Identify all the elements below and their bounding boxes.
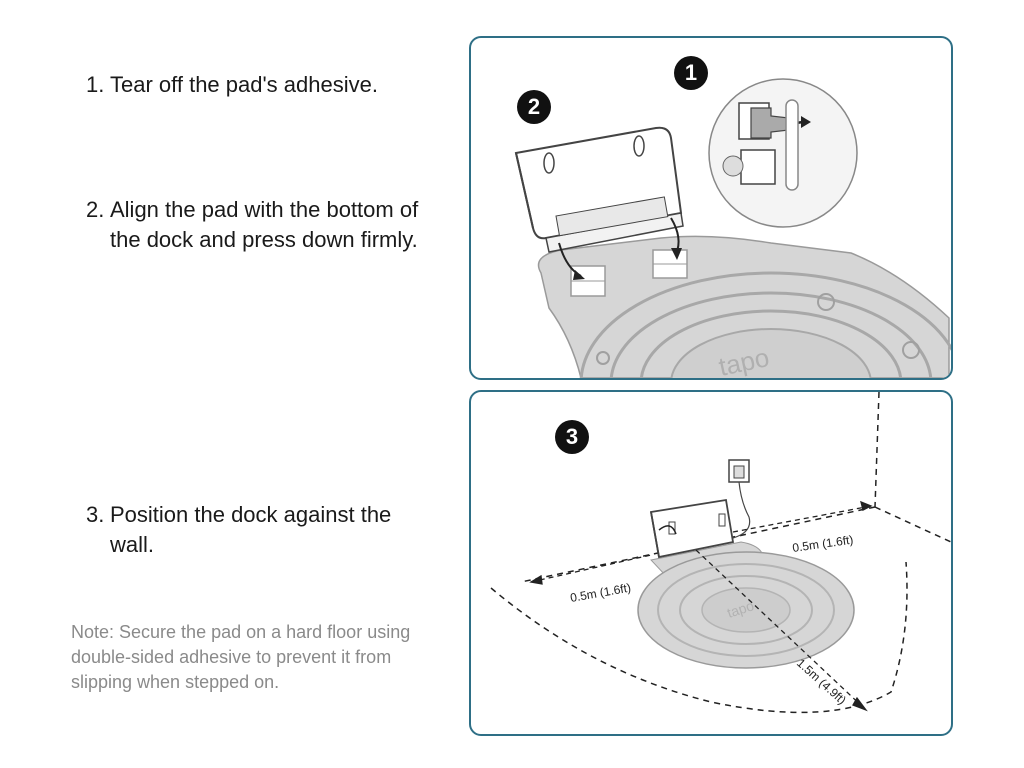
front-clearance-label: 1.5m (4.9ft): [794, 656, 849, 707]
pad-mat-graphic-placement: tapo: [637, 541, 855, 669]
illustration-panel-placement: tapo 0.5m (1.6ft) 0.5m (1.6ft) 1.5m (4.9…: [469, 390, 953, 736]
left-clearance-label: 0.5m (1.6ft): [569, 581, 632, 605]
step-3-number: 3.: [86, 502, 105, 527]
step-2-text: Align the pad with the bottom of the doc…: [110, 197, 419, 252]
step-3-text: Position the dock against the wall.: [110, 502, 392, 557]
step-1-number: 1.: [86, 72, 105, 97]
illustration-panel-attach-pad: tapo: [469, 36, 953, 380]
pad-attach-illustration: tapo: [514, 78, 951, 378]
dock-graphic: [514, 126, 684, 280]
dock-graphic-placement: [649, 459, 751, 559]
pad-mat-graphic: tapo: [537, 235, 951, 378]
step-3: 3. Position the dock against the wall.: [86, 500, 466, 564]
right-clearance-label: 0.5m (1.6ft): [791, 533, 854, 555]
safety-note: Note: Secure the pad on a hard floor usi…: [71, 622, 411, 692]
step-badge-3: 3: [555, 420, 589, 454]
adhesive-detail-inset: [708, 78, 858, 228]
step-badge-2: 2: [517, 90, 551, 124]
step-1: 1. Tear off the pad's adhesive.: [86, 70, 466, 102]
step-2: 2. Align the pad with the bottom of the …: [86, 195, 466, 291]
clearance-area-line: [490, 561, 908, 714]
placement-illustration: tapo 0.5m (1.6ft) 0.5m (1.6ft) 1.5m (4.9…: [490, 392, 951, 714]
dimension-arrows: [529, 500, 873, 712]
step-1-text: Tear off the pad's adhesive.: [110, 72, 378, 97]
step-badge-1: 1: [674, 56, 708, 90]
step-2-number: 2.: [86, 197, 105, 222]
